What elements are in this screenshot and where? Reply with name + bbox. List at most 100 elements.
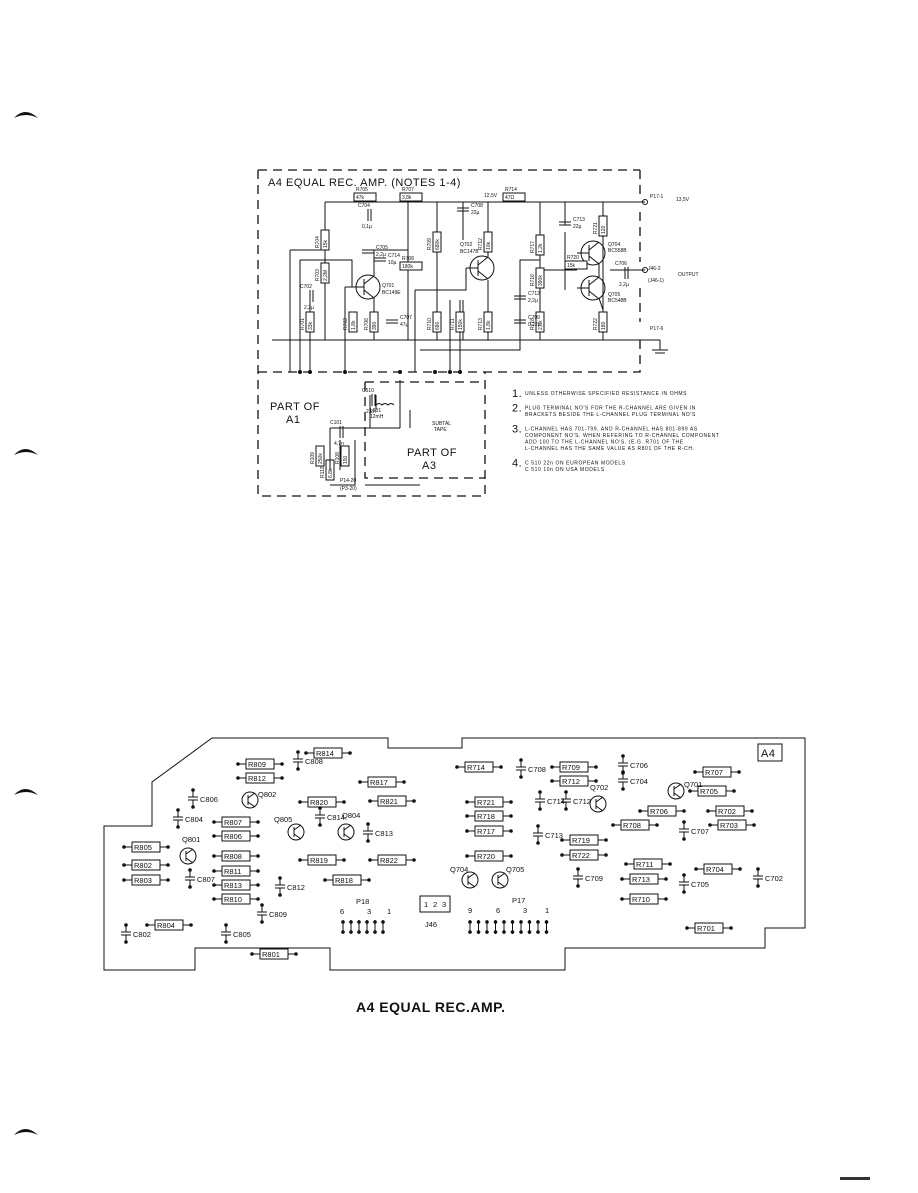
- resistor-ref: R722: [593, 318, 599, 330]
- resistor-value: 120: [601, 225, 607, 234]
- margin-marks: [14, 112, 870, 1180]
- subtape-label-2: TAPE: [434, 427, 447, 433]
- resistor-ref: R712: [478, 238, 484, 250]
- capacitor-ref: C712: [528, 291, 540, 297]
- pcb-resistor-label: R817: [370, 778, 388, 787]
- resistor-ref: R109: [310, 452, 316, 464]
- pcb-resistor-r708: R708: [611, 819, 659, 831]
- svg-text:BC558B: BC558B: [608, 248, 627, 254]
- a4-board-outline: [257, 169, 640, 497]
- pcb-resistor-label: R806: [224, 832, 242, 841]
- pcb-resistor-r813: R813: [212, 879, 260, 891]
- transistor-q701: Q701 BC149E: [352, 274, 401, 300]
- capacitor-ref: C101: [330, 420, 342, 426]
- coil-l501: L501 12mH: [370, 403, 395, 420]
- svg-text:3: 3: [442, 900, 446, 909]
- pcb-capacitor-c809: C809: [257, 903, 287, 924]
- pcb-resistor-label: R722: [572, 851, 590, 860]
- pcb-resistor-r804: R804: [145, 919, 193, 931]
- svg-text:BC149E: BC149E: [382, 290, 401, 296]
- punch-hole-mark: [14, 1129, 38, 1135]
- pcb-capacitor-label: C814: [327, 813, 345, 822]
- connector-p18: P18 6 3 1: [340, 897, 391, 934]
- pcb-resistor-r707: R707: [693, 766, 741, 778]
- pcb-resistor-r802: R802: [122, 859, 170, 871]
- pcb-capacitor-c707: C707: [679, 820, 709, 841]
- resistor-value: 47Ω: [505, 195, 515, 201]
- pcb-resistor-r717: R717: [465, 825, 513, 837]
- resistor-value: 3,8k: [402, 195, 412, 201]
- pcb-transistor-q802: Q802: [241, 790, 276, 809]
- pcb-resistor-r808: R808: [212, 850, 260, 862]
- pcb-capacitor-label: C704: [630, 777, 648, 786]
- svg-text:Q702: Q702: [460, 242, 472, 248]
- pcb-capacitor-label: C707: [691, 827, 709, 836]
- pcb-transistor-q801: Q801: [179, 835, 200, 865]
- p17-1-terminal: [642, 199, 648, 205]
- pcb-transistor-q702: Q702: [589, 783, 608, 813]
- resistor-value: 10k: [486, 241, 492, 250]
- note-line: PLUG TERMINAL NO'S FOR THE R-CHANNEL ARE…: [525, 406, 696, 412]
- subtape-label-1: SUBTAL: [432, 421, 451, 427]
- pcb-resistor-label: R714: [467, 763, 485, 772]
- resistor-ref: R717: [530, 241, 536, 253]
- pcb-resistor-label: R717: [477, 827, 495, 836]
- capacitor-value: 0,22µ: [528, 322, 541, 328]
- part-of-a1-line1: PART OF: [270, 401, 320, 413]
- pcb-resistor-label: R807: [224, 818, 242, 827]
- pcb-capacitor-label: C805: [233, 930, 251, 939]
- pcb-resistor-label: R813: [224, 881, 242, 890]
- pcb-resistor-label: R711: [636, 860, 653, 869]
- resistor-value: 1,8k: [351, 320, 357, 330]
- pcb-caption: A4 EQUAL REC.AMP.: [356, 999, 506, 1015]
- pcb-capacitor-label: C804: [185, 815, 203, 824]
- supply-voltage-label: 13,5V: [676, 197, 690, 203]
- pcb-transistor-q701: Q701: [667, 780, 702, 800]
- schematic-capacitors: C7040,1µC70822µC71322µC7052,2µC7062,2µC7…: [300, 203, 629, 447]
- pcb-capacitor-label: C713: [545, 831, 563, 840]
- p3-20-label: (P3-20): [340, 486, 357, 492]
- resistor-ref: R713: [478, 318, 484, 330]
- pcb-resistor-r806: R806: [212, 830, 260, 842]
- resistor-value: 2,8k: [538, 320, 544, 330]
- pcb-resistor-label: R812: [248, 774, 266, 783]
- svg-text:6: 6: [340, 907, 344, 916]
- pcb-capacitor-c804: C804: [173, 808, 203, 829]
- note-number: 3.: [512, 424, 522, 436]
- pcb-transistor-label: Q802: [258, 790, 276, 799]
- pcb-capacitor-label: C812: [287, 883, 305, 892]
- svg-text:BC147B: BC147B: [460, 249, 479, 255]
- resistor-value: 6,8k: [328, 468, 334, 478]
- resistor-ref: R718: [530, 318, 536, 330]
- capacitor-ref: C708: [471, 203, 483, 209]
- pcb-transistor-label: Q801: [182, 835, 200, 844]
- capacitor-value: 2,2µ: [304, 305, 314, 311]
- resistor-value: 15k: [323, 239, 329, 248]
- pcb-resistor-label: R721: [477, 798, 495, 807]
- resistor-ref: R708: [402, 256, 414, 262]
- pcb-resistor-label: R703: [720, 821, 738, 830]
- pcb-resistor-label: R820: [310, 798, 328, 807]
- pcb-transistor-q704: Q704: [450, 865, 479, 889]
- resistor-value: 250k: [318, 453, 324, 464]
- schematic-notes: 1.UNLESS OTHERWISE SPECIFIED RESISTANCE …: [512, 388, 719, 473]
- pcb-resistor-r821: R821: [368, 795, 416, 807]
- resistor-value: 390k: [538, 275, 544, 286]
- pcb-capacitor-c807: C807: [185, 868, 215, 889]
- svg-text:3: 3: [523, 906, 527, 915]
- pcb-capacitor-label: C809: [269, 910, 287, 919]
- pcb-capacitor-label: C802: [133, 930, 151, 939]
- pcb-capacitor-c808: C808: [293, 750, 323, 771]
- pcb-resistor-label: R704: [706, 865, 724, 874]
- svg-text:12mH: 12mH: [370, 414, 384, 420]
- resistor-value: 1,2k: [538, 243, 544, 253]
- pcb-resistor-r718: R718: [465, 810, 513, 822]
- pcb-resistor-r704: R704: [694, 863, 742, 875]
